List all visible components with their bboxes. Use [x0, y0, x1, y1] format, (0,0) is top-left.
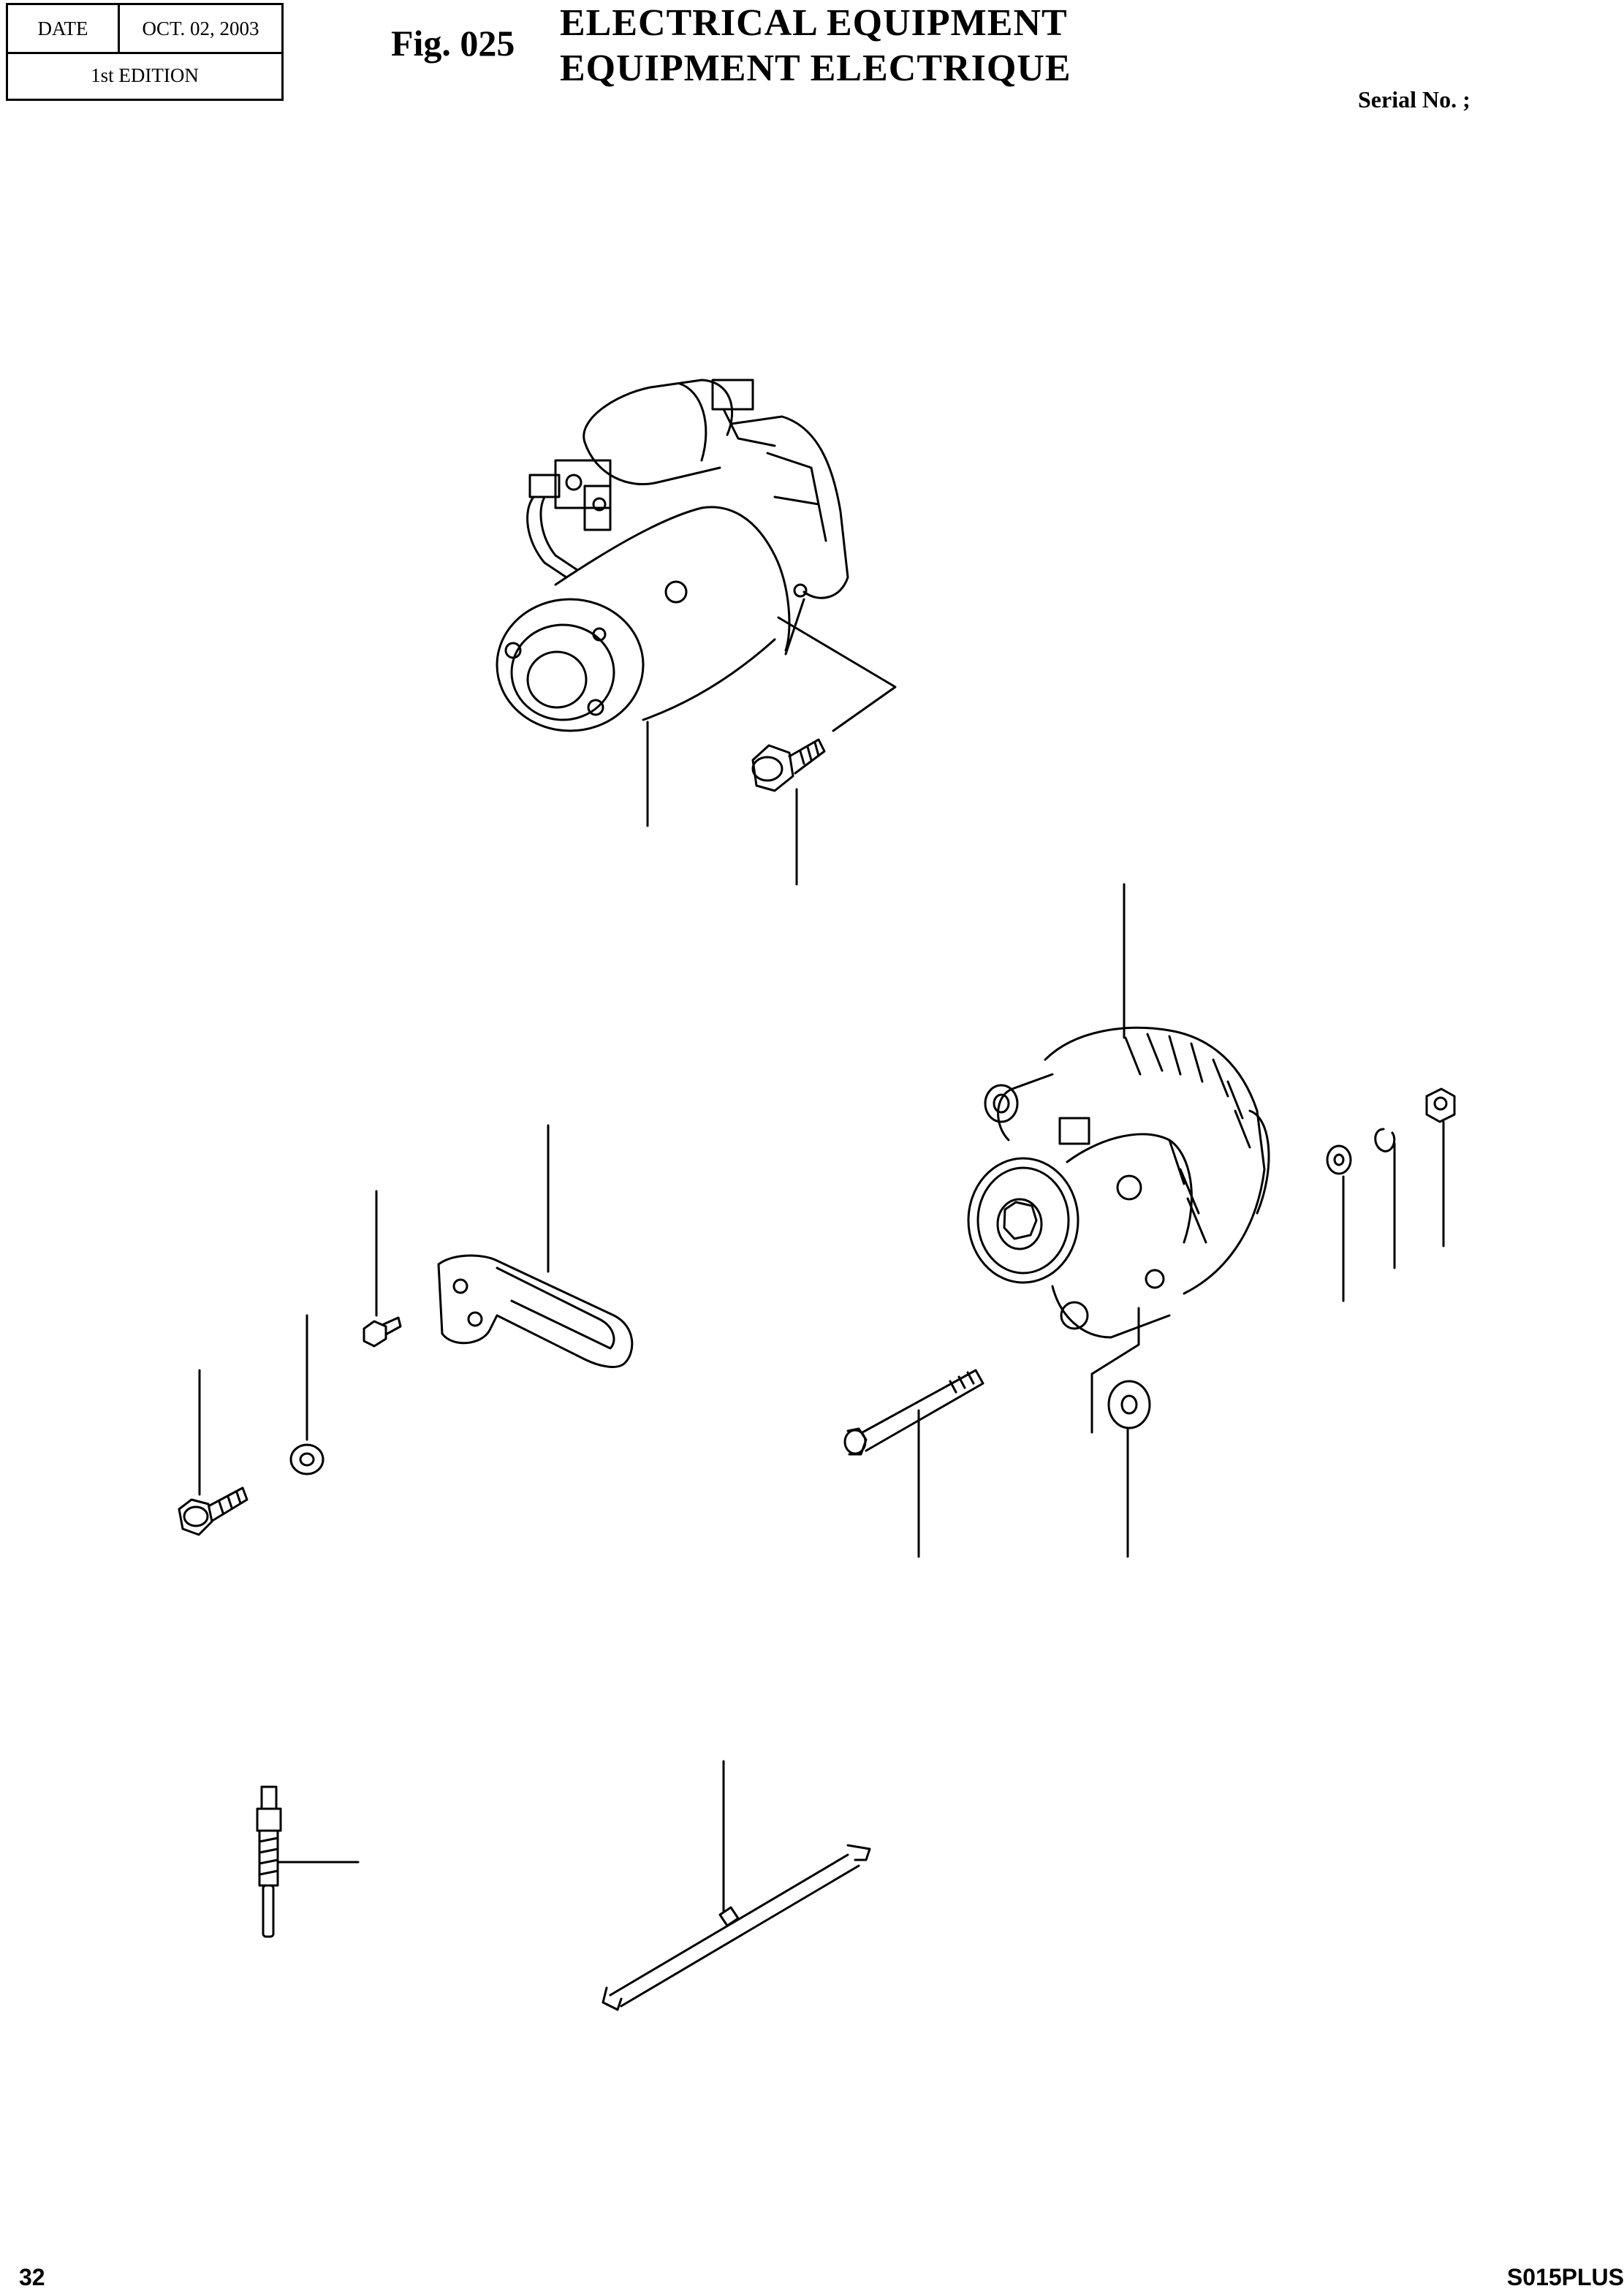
glow-plug-connector	[603, 1845, 870, 2010]
date-value: OCT. 02, 2003	[142, 17, 259, 39]
glow-plug	[257, 1787, 281, 1937]
page-number: 32	[19, 2264, 45, 2290]
edition-label: 1st EDITION	[91, 64, 199, 86]
alternator	[968, 1028, 1269, 1337]
spring-washer	[1376, 1129, 1395, 1151]
flat-washer	[1327, 1146, 1351, 1174]
bracket-bolt	[364, 1318, 401, 1346]
washer	[1109, 1381, 1150, 1428]
date-label: DATE	[8, 5, 120, 52]
figure-number: Fig. 025	[391, 23, 515, 64]
page-title-english: ELECTRICAL EQUIPMENT	[560, 2, 1068, 44]
adjusting-bolt	[179, 1488, 247, 1535]
spacer	[291, 1445, 323, 1474]
starter-motor	[497, 380, 848, 731]
model-code: S015PLUS	[1506, 2264, 1624, 2290]
serial-number-label: Serial No. ;	[1358, 86, 1471, 113]
long-bolt	[845, 1370, 983, 1454]
nut	[1427, 1089, 1454, 1122]
alternator-bracket	[439, 1256, 632, 1367]
page-title-french: EQUIPMENT ELECTRIQUE	[560, 48, 1071, 89]
starter-bolt	[753, 740, 824, 791]
date-edition-box: DATE OCT. 02, 2003 1st EDITION	[6, 3, 284, 101]
